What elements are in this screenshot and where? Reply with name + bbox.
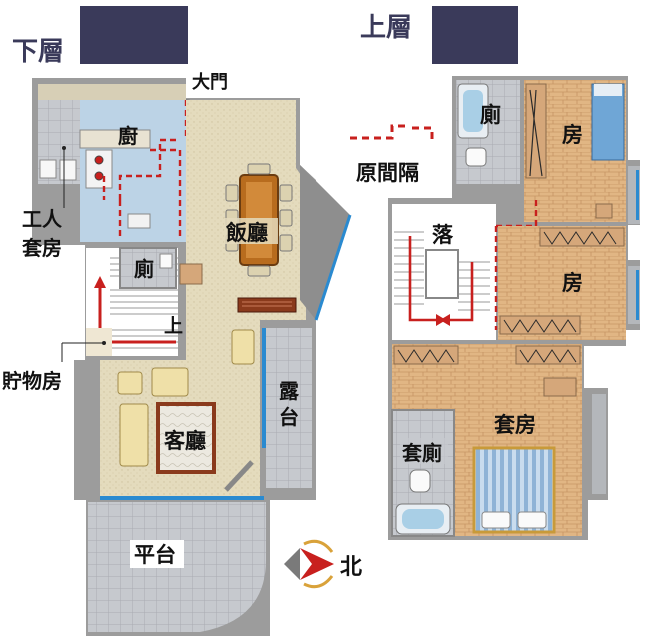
terrace-label-bottom: 台 — [279, 405, 299, 429]
original-partition-label: 原間隔 — [356, 161, 419, 185]
dining-window-wedge — [300, 165, 350, 320]
lower-wc-label: 廁 — [134, 257, 154, 281]
worker-suite-label-line1: 工人 — [22, 207, 63, 231]
upper-floor: 上層 廁 房 原間隔 — [350, 6, 640, 540]
living-label: 客廳 — [164, 429, 206, 453]
stairs-up-label: 上 — [164, 315, 183, 337]
storage-label: 貯物房 — [2, 369, 62, 393]
lower-floor-header: 下層 — [10, 6, 188, 67]
platform-label: 平台 — [134, 543, 176, 567]
terrace-floor — [266, 328, 312, 488]
original-partition-legend — [350, 124, 434, 142]
north-arrow-icon — [300, 548, 334, 580]
void-label: 落 — [432, 223, 454, 247]
lower-floor-title: 下層 — [12, 37, 64, 67]
master-bedroom-label: 套房 — [494, 413, 536, 437]
terrace-label-top: 露 — [279, 379, 300, 403]
upper-floor-title: 上層 — [360, 13, 412, 43]
ensuite-label: 套廁 — [402, 441, 442, 465]
room2-label: 房 — [562, 271, 583, 295]
upper-wc-label: 廁 — [480, 103, 501, 127]
north-compass: 北 — [284, 539, 362, 589]
dining-label: 飯廳 — [225, 221, 268, 245]
upper-stair-arrow — [408, 236, 474, 322]
dining-label-bg — [224, 218, 278, 244]
lower-floor: 下層 工人 套房 廚 大門 — [2, 6, 362, 636]
main-door-label: 大門 — [192, 71, 228, 93]
upper-floor-header: 上層 — [356, 6, 518, 64]
north-label: 北 — [340, 555, 362, 580]
room1-label: 房 — [562, 123, 583, 147]
sideboard — [237, 297, 297, 313]
living-rug — [156, 402, 216, 474]
worker-suite-label-line2: 套房 — [22, 236, 62, 260]
platform-label-bg — [130, 540, 184, 568]
ensuite-label-bg — [400, 438, 448, 464]
kitchen-label: 廚 — [118, 124, 138, 148]
storage-room — [86, 328, 112, 356]
